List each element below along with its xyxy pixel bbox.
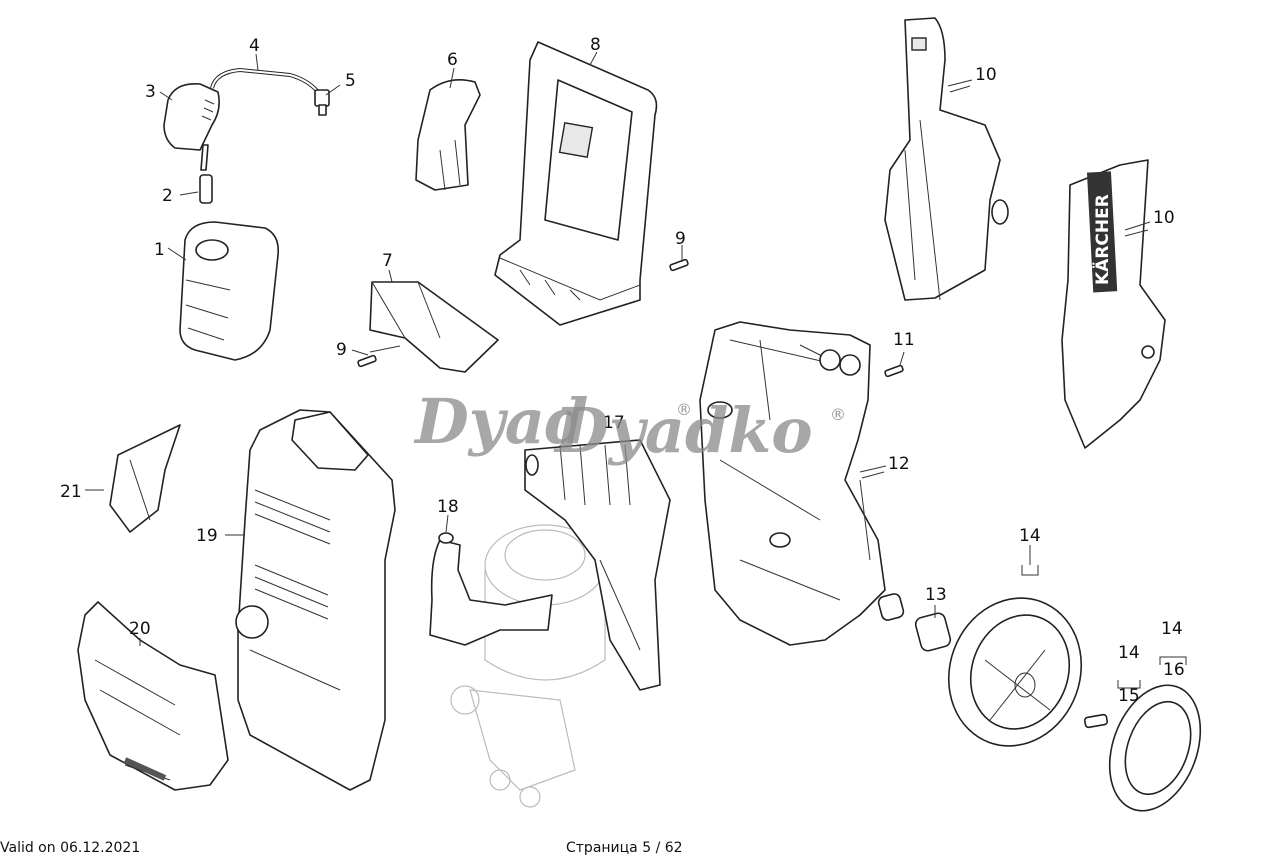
watermark-reg-1: ® xyxy=(676,400,692,419)
label-part-14b: 14 xyxy=(1118,643,1140,663)
watermark: Dyad Dyadko ® ® xyxy=(413,385,846,467)
label-part-1: 1 xyxy=(154,240,165,260)
part-9-screw-b xyxy=(357,354,377,368)
part-4-hose xyxy=(210,67,320,94)
label-part-4: 4 xyxy=(249,36,260,56)
part-15-axle-pin xyxy=(1083,713,1109,729)
label-part-16: 16 xyxy=(1163,660,1185,680)
part-13-bushings xyxy=(877,593,952,652)
part-1-detergent-tank xyxy=(179,221,280,361)
label-part-20: 20 xyxy=(129,619,151,639)
part-19-front-cover xyxy=(235,409,396,791)
label-part-18: 18 xyxy=(437,497,459,517)
label-part-5: 5 xyxy=(345,71,356,91)
label-part-19: 19 xyxy=(196,526,218,546)
label-part-2: 2 xyxy=(162,186,173,206)
label-part-10a: 10 xyxy=(975,65,997,85)
label-part-9a: 9 xyxy=(675,229,686,249)
label-part-21: 21 xyxy=(60,482,82,502)
part-8-frame xyxy=(494,41,658,326)
label-part-12: 12 xyxy=(888,454,910,474)
part-2-filter xyxy=(199,174,213,204)
watermark-reg-2: ® xyxy=(830,405,846,424)
part-16-hubcap xyxy=(1108,684,1202,812)
part-18-clamp xyxy=(429,532,553,646)
exploded-parts-diagram: KÄRCHER xyxy=(60,17,1202,812)
validity-date: Valid on 06.12.2021 xyxy=(0,840,141,856)
part-17-motor-bracket xyxy=(524,439,671,691)
watermark-text-1: Dyad xyxy=(413,385,588,458)
part-10-side-panel-right: KÄRCHER xyxy=(1061,159,1166,449)
karcher-brand-text: KÄRCHER xyxy=(1091,194,1113,285)
part-9-screw-a xyxy=(669,258,689,272)
label-part-7: 7 xyxy=(382,251,393,271)
part-12-housing xyxy=(699,321,886,646)
part-20-lower-cover xyxy=(77,601,229,791)
label-part-15: 15 xyxy=(1118,686,1140,706)
part-11-screw xyxy=(884,364,904,378)
watermark-text-2: Dyadko xyxy=(553,394,813,467)
leader-lines xyxy=(85,51,1187,689)
part-3-lid xyxy=(163,83,220,171)
label-part-14a: 14 xyxy=(1019,526,1041,546)
label-part-3: 3 xyxy=(145,82,156,102)
label-part-6: 6 xyxy=(447,50,458,70)
part-5-valve xyxy=(314,89,330,116)
label-part-11: 11 xyxy=(893,330,915,350)
part-7-tray xyxy=(369,281,499,373)
label-part-17: 17 xyxy=(603,413,625,433)
label-part-13: 13 xyxy=(925,585,947,605)
part-6-holder xyxy=(415,79,481,191)
part-10-side-panel-left xyxy=(884,17,1009,301)
label-part-14c: 14 xyxy=(1161,619,1183,639)
part-14-wheel xyxy=(947,597,1083,747)
motor-pump-assembly xyxy=(450,524,606,808)
part-21-cover-clip xyxy=(109,424,181,533)
label-part-10b: 10 xyxy=(1153,208,1175,228)
label-part-8: 8 xyxy=(590,35,601,55)
label-part-9b: 9 xyxy=(336,340,347,360)
page-number: Страница 5 / 62 xyxy=(566,840,683,856)
